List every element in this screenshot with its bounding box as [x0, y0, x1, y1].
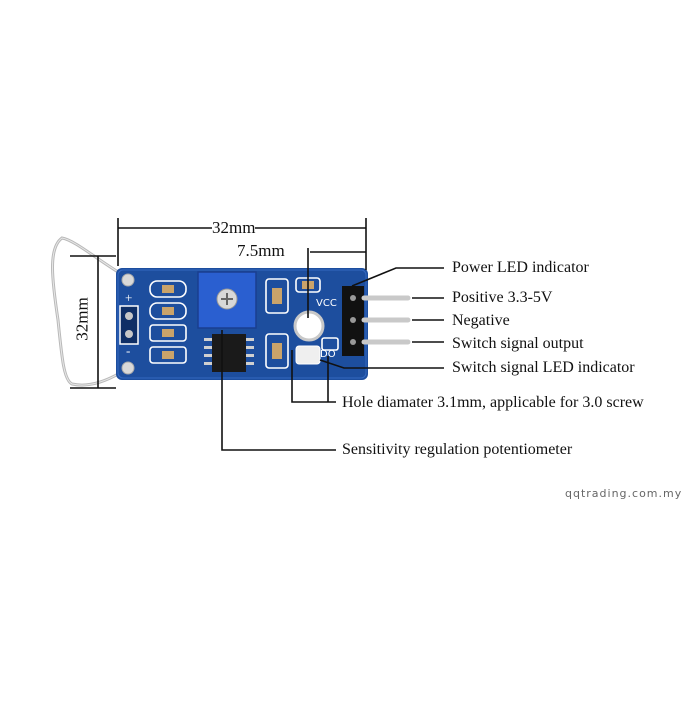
silk-vcc: VCC [316, 298, 337, 309]
callout-lines [221, 267, 444, 451]
potentiometer-label: Sensitivity regulation potentiometer [342, 441, 573, 458]
signal-output-label: Switch signal output [452, 335, 584, 352]
potentiometer [197, 271, 257, 329]
positive-label: Positive 3.3-5V [452, 289, 553, 306]
comparator-ic [204, 334, 254, 372]
height-dimension-label: 32mm [72, 297, 92, 341]
silk-plus: + [125, 290, 133, 305]
silk-minus: - [126, 343, 131, 358]
signal-led-label: Switch signal LED indicator [452, 359, 635, 376]
negative-label: Negative [452, 312, 510, 329]
hole-label: Hole diamater 3.1mm, applicable for 3.0 … [342, 394, 644, 411]
width-dimension-label: 32mm [212, 218, 256, 237]
reed-switch [51, 236, 129, 387]
silk-do: DO [320, 349, 336, 360]
power-led-label: Power LED indicator [452, 259, 589, 276]
hole-offset-dimension-label: 7.5mm [237, 241, 285, 260]
watermark: qqtrading.com.my [565, 487, 683, 500]
pcb-board [116, 268, 411, 380]
